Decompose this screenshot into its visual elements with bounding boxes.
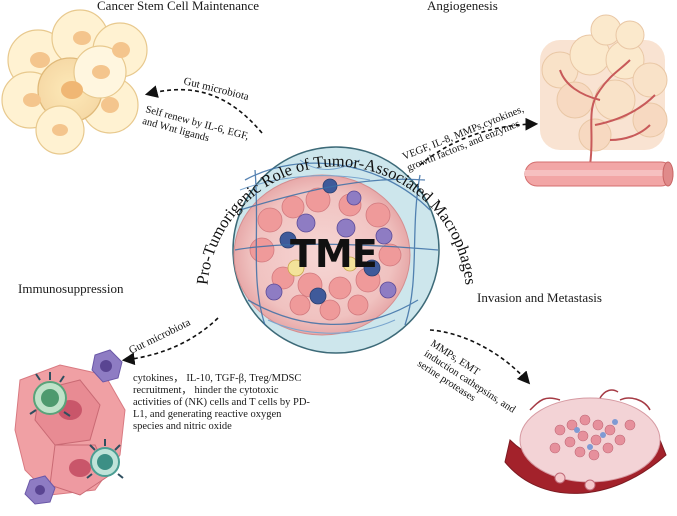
title-angiogenesis: Angiogenesis	[427, 0, 498, 13]
annotation-metastasis: MMPs, EMT induction cathepsins, and seri…	[415, 338, 517, 416]
gut-microbiota-label-bottom: Gut microbiota	[127, 317, 192, 357]
arrow-to-angiogenesis	[419, 117, 539, 166]
arrow-to-stem-cells	[144, 85, 263, 134]
tme-core	[232, 146, 440, 354]
immuno-line-5: species and nitric oxide	[133, 421, 232, 432]
title-invasion-metastasis: Invasion and Metastasis	[477, 290, 602, 305]
immuno-line-1: cytokines， IL-10, TGF-β, Treg/MDSC	[133, 373, 302, 384]
title-immunosuppression: Immunosuppression	[18, 281, 124, 296]
immuno-line-4: L1, and generating reactive oxygen	[133, 409, 282, 420]
arrow-to-immune	[121, 317, 219, 366]
annotation-immunosuppression: cytokines， IL-10, TGF-β, Treg/MDSC recru…	[133, 373, 310, 433]
immuno-line-2: recruitment， hinder the cytotoxic	[133, 385, 279, 396]
metastasis-vessel	[504, 389, 667, 494]
immune-cells	[14, 349, 126, 505]
annotation-stem-cells: Self renew by IL-6, EGF, and Wnt ligands	[141, 104, 250, 144]
angiogenesis-tissue	[524, 14, 674, 187]
title-cancer-stem-cell: Cancer Stem Cell Maintenance	[97, 0, 260, 13]
annotation-angiogenesis: VEGF, IL-8, MMPs,cytokines, growth facto…	[401, 104, 525, 174]
tme-label: TME	[290, 232, 378, 276]
immuno-line-3: activities of (NK) cells and T cells by …	[133, 397, 310, 408]
arrow-to-metastasis	[429, 329, 531, 385]
stem-cell-cluster	[1, 9, 148, 155]
gut-microbiota-label-top: Gut microbiota	[182, 75, 250, 103]
